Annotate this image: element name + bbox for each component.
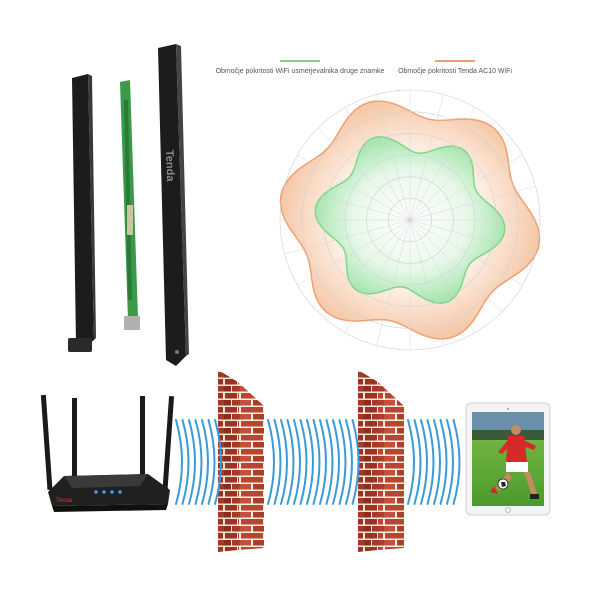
wifi-wave-arc	[188, 419, 196, 505]
wifi-wave-arc	[332, 419, 340, 505]
polar-grid-spoke	[409, 186, 536, 221]
wifi-wave-arc	[446, 419, 454, 505]
antenna-brand-text: Tenda	[163, 150, 176, 183]
legend-competitor-label: Območje pokritosti WiFi usmerjevalnika d…	[215, 68, 385, 75]
wifi-wave-arc	[407, 419, 415, 505]
polar-grid-spoke	[317, 127, 411, 221]
polar-grid-spoke	[409, 219, 523, 286]
brick-wall-icon	[218, 370, 264, 552]
polar-grid	[279, 89, 541, 351]
wifi-wave-arc	[319, 419, 327, 505]
wifi-wave-arc	[299, 419, 308, 505]
legend-competitor: Območje pokritosti WiFi usmerjevalnika d…	[215, 60, 385, 75]
wifi-waves	[175, 419, 461, 505]
wifi-wave-arc	[306, 419, 314, 505]
tablet-icon	[465, 402, 551, 516]
wifi-wave-arc	[273, 419, 282, 505]
wifi-wave-arc	[433, 419, 441, 505]
polar-grid-spoke	[284, 219, 411, 254]
wifi-wave-arc	[175, 419, 183, 505]
polar-grid-spoke	[376, 94, 411, 221]
wifi-wave-arc	[207, 419, 216, 505]
coverage-chart	[279, 89, 541, 351]
wifi-wave-arc	[267, 419, 275, 505]
polar-grid-spoke	[409, 154, 523, 221]
antenna-icon: Tenda	[158, 44, 189, 366]
wifi-wave-arc	[426, 419, 435, 505]
polar-grid-spoke	[376, 219, 411, 346]
legend-tenda-label: Območje pokritosti Tenda AC10 WiFi	[398, 68, 512, 75]
wifi-wave-arc	[286, 419, 295, 505]
wifi-wave-arc	[312, 419, 321, 505]
legend-competitor-swatch	[280, 60, 320, 62]
pcb-antenna-icon	[120, 80, 140, 330]
polar-grid-spoke	[409, 219, 536, 254]
legend-tenda: Območje pokritosti Tenda AC10 WiFi	[390, 60, 520, 75]
polar-grid-spoke	[344, 107, 411, 221]
wifi-wave-arc	[280, 419, 288, 505]
polar-grid-spoke	[409, 127, 503, 221]
antenna-icon	[68, 74, 96, 352]
polar-grid-spoke	[317, 219, 411, 313]
wifi-wave-arc	[214, 419, 222, 505]
router-brand-text: Tenda	[56, 498, 73, 504]
soccer-player-icon	[490, 425, 539, 499]
router-icon: Tenda	[40, 394, 175, 512]
wifi-wave-arc	[325, 419, 334, 505]
legend-tenda-swatch	[435, 60, 475, 62]
wifi-wave-arc	[452, 419, 461, 505]
polar-grid-spoke	[297, 219, 411, 286]
polar-grid-spoke	[409, 219, 503, 313]
polar-grid-spoke	[409, 219, 444, 346]
wifi-wave-arc	[413, 419, 422, 505]
polar-grid-spoke	[297, 154, 411, 221]
wifi-wave-arc	[338, 419, 347, 505]
wifi-wave-arc	[345, 419, 353, 505]
polar-grid-spoke	[409, 94, 444, 221]
polar-grid-spoke	[344, 219, 411, 333]
wifi-wave-arc	[194, 419, 203, 505]
brick-wall-icon	[358, 370, 404, 552]
polar-grid-spoke	[284, 186, 411, 221]
polar-grid-spoke	[409, 219, 476, 333]
wifi-wave-arc	[201, 419, 209, 505]
polar-grid-spoke	[409, 107, 476, 221]
wifi-wave-arc	[293, 419, 301, 505]
wifi-wave-arc	[181, 419, 190, 505]
wifi-wave-arc	[439, 419, 448, 505]
wifi-wave-arc	[420, 419, 428, 505]
wifi-wave-arc	[351, 419, 360, 505]
